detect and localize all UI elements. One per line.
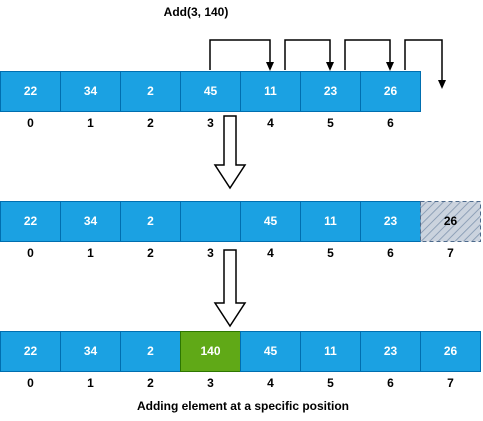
array-index-label: 3	[207, 116, 214, 130]
array-index-label: 0	[27, 376, 34, 390]
array-cell	[180, 201, 241, 242]
array-cell-value: 11	[264, 84, 277, 98]
diagram-title: Add(3, 140)	[164, 5, 229, 19]
shift-arrow-26-head	[438, 80, 446, 89]
array-cell	[0, 71, 61, 112]
array-index-label: 1	[87, 116, 94, 130]
down-arrow-2	[213, 249, 247, 328]
diagram-caption: Adding element at a specific position	[137, 399, 349, 413]
shift-arrow-23	[344, 39, 391, 70]
array-index-label: 4	[267, 116, 274, 130]
shift-arrows	[209, 39, 446, 89]
array-cell-value: 11	[324, 214, 337, 228]
shift-arrow-45	[209, 39, 271, 70]
array-index-label: 2	[147, 116, 154, 130]
array-index-label: 0	[27, 246, 34, 260]
array-cell-value: 23	[384, 344, 398, 358]
array-index-label: 7	[447, 376, 454, 390]
array-index-label: 1	[87, 246, 94, 260]
array-cell	[420, 331, 481, 372]
array-index-label: 6	[387, 116, 394, 130]
array-index-label: 4	[267, 376, 274, 390]
array-cell-value: 26	[384, 84, 398, 98]
array-index-label: 1	[87, 376, 94, 390]
array-index-label: 3	[207, 246, 214, 260]
array-cell-value: 26	[444, 214, 458, 228]
array-cell-value: 45	[264, 344, 278, 358]
array-cell-value: 140	[200, 344, 220, 358]
array-cell-value: 34	[84, 84, 98, 98]
array-cell	[180, 331, 241, 372]
array-cell	[0, 201, 61, 242]
array-index-label: 5	[327, 376, 334, 390]
array-cell-value: 34	[84, 344, 98, 358]
array-cell-value: 22	[24, 214, 38, 228]
array-cell	[0, 331, 61, 372]
shift-arrow-11	[284, 39, 331, 70]
array-cell	[60, 331, 121, 372]
array-cell	[300, 71, 361, 112]
array-cell-value: 22	[24, 344, 38, 358]
shift-arrow-11-head	[326, 62, 334, 71]
array-cell	[360, 71, 421, 112]
array-index-label: 0	[27, 116, 34, 130]
array-index-label: 4	[267, 246, 274, 260]
array-index-label: 2	[147, 376, 154, 390]
array-cell-value: 2	[147, 344, 154, 358]
down-arrow-1	[213, 115, 247, 190]
array-index-label: 6	[387, 376, 394, 390]
array-index-label: 5	[327, 116, 334, 130]
array-cell-value: 23	[384, 214, 398, 228]
array-cell	[120, 331, 181, 372]
shift-arrow-26	[404, 39, 443, 84]
array-cell-value: 45	[264, 214, 278, 228]
array-index-label: 3	[207, 376, 214, 390]
array-cell-value: 2	[147, 84, 154, 98]
array-cell	[360, 201, 421, 242]
array-cell-value: 11	[324, 344, 337, 358]
array-index-label: 5	[327, 246, 334, 260]
array-cell-value: 23	[324, 84, 338, 98]
array-cell	[240, 201, 301, 242]
shift-arrow-23-head	[386, 62, 394, 71]
array-cell	[420, 201, 481, 242]
array-index-label: 6	[387, 246, 394, 260]
array-cell-value: 45	[204, 84, 218, 98]
array-cell-value: 34	[84, 214, 98, 228]
array-cell	[60, 71, 121, 112]
array-cell	[360, 331, 421, 372]
array-cell	[60, 201, 121, 242]
array-cell-value: 22	[24, 84, 38, 98]
array-cell	[300, 201, 361, 242]
array-cell-value: 2	[147, 214, 154, 228]
array-index-label: 2	[147, 246, 154, 260]
array-cell	[240, 331, 301, 372]
array-index-label: 7	[447, 246, 454, 260]
shift-arrow-45-head	[266, 62, 274, 71]
array-cell-value: 26	[444, 344, 458, 358]
